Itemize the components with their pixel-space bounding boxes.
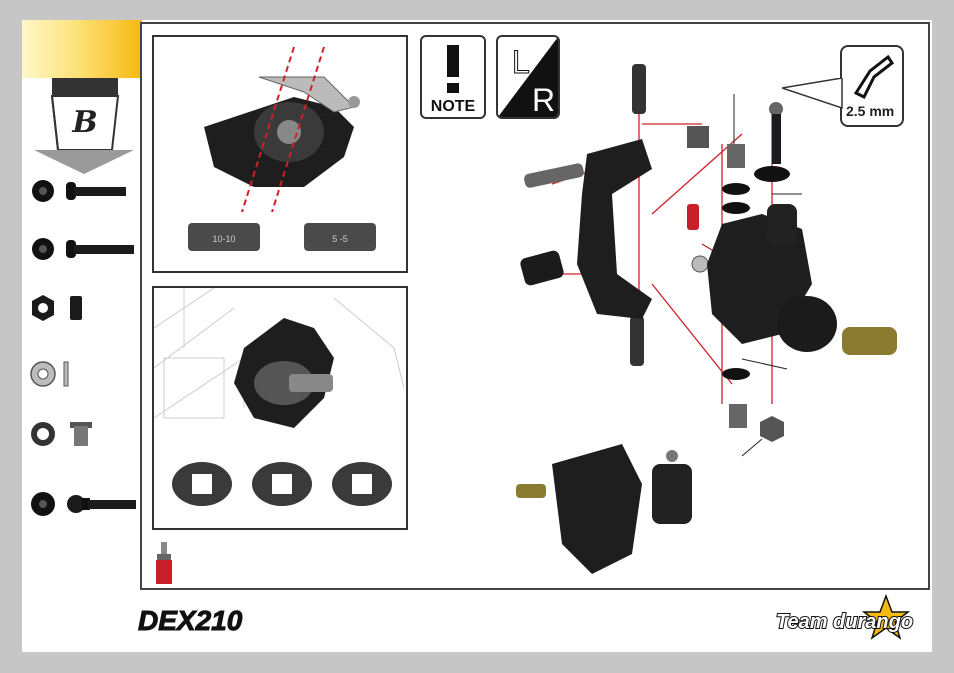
hex-wrench-callout: 2.5 mm: [840, 45, 904, 127]
assembly-frame: 10-10 5 -5: [140, 22, 930, 590]
eccentric-bushing-2: [252, 462, 312, 506]
threadlock-bottle-icon: [154, 542, 174, 589]
note-label: NOTE: [431, 98, 476, 115]
spacer-10-10-label: 10-10: [212, 234, 235, 244]
detail-panel-bottom: [152, 286, 408, 530]
parts-list-item-ball-stud: [28, 488, 140, 525]
parts-list-item-bushing: [28, 418, 138, 455]
svg-text:DEX210: DEX210: [138, 605, 243, 636]
team-durango-logo: Team durango: [766, 592, 916, 653]
detail-panel-top: 10-10 5 -5: [152, 35, 408, 273]
spacer-5-5-label: 5 -5: [332, 234, 348, 244]
eccentric-bushing-3: [332, 462, 392, 506]
parts-list-item-screw-long: [28, 234, 138, 269]
callout-pointer: [782, 78, 844, 114]
parts-list-item-washer: [28, 358, 138, 395]
parts-list-item-locknut: [28, 292, 138, 329]
bag-letter: B: [48, 78, 122, 138]
dex210-logo: DEX210: [138, 600, 250, 640]
svg-text:Team durango: Team durango: [776, 611, 913, 633]
tool-size-label: 2.5 mm: [846, 103, 894, 119]
parts-bag-icon: B: [48, 78, 122, 154]
instruction-page: B: [22, 20, 932, 652]
eccentric-bushing-1: [172, 462, 232, 506]
parts-list-item-screw-short: [28, 176, 138, 211]
note-icon: NOTE: [420, 35, 486, 119]
step-tab: [22, 20, 142, 78]
steering-hub-drawing: [204, 47, 360, 212]
spacer-10-10: 10-10: [188, 223, 260, 251]
spacer-5-5: 5 -5: [304, 223, 376, 251]
arrow-down-icon: [34, 150, 134, 176]
